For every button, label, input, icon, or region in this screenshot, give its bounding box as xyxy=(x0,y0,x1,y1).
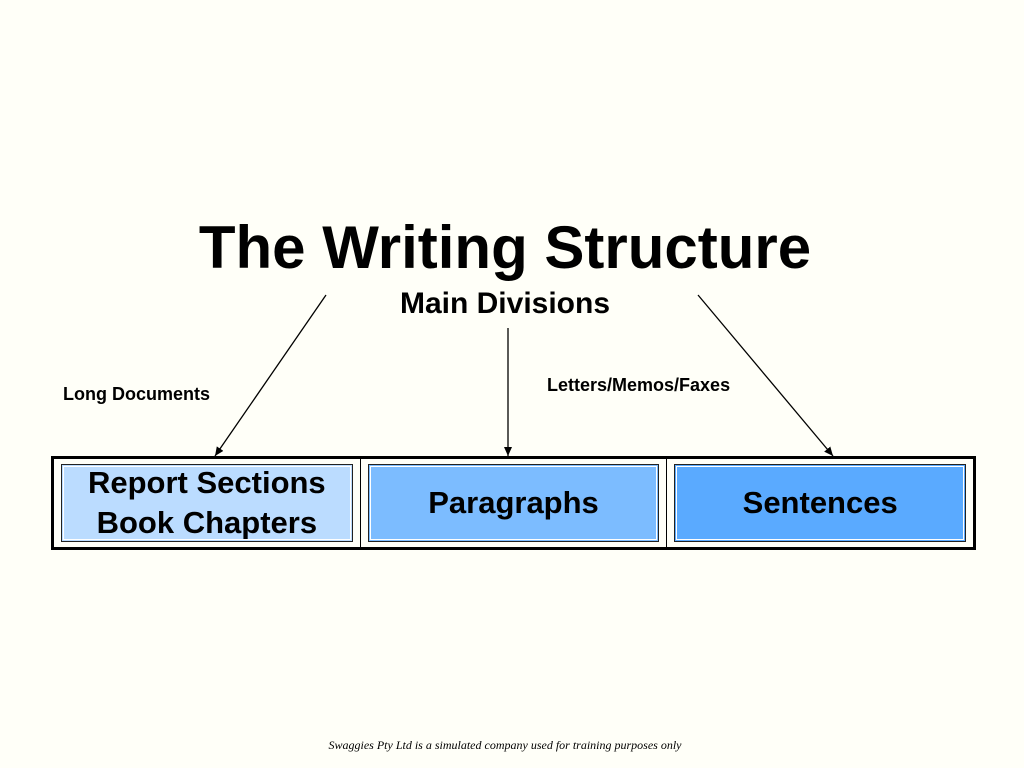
slide-title: The Writing Structure xyxy=(198,214,812,281)
divisions-table: Report Sections Book Chapters Paragraphs… xyxy=(51,456,976,550)
slide-subtitle: Main Divisions xyxy=(399,287,611,320)
division-label-line: Report Sections xyxy=(87,465,326,500)
long-documents-label: Long Documents xyxy=(63,384,210,404)
division-cell: Sentences xyxy=(666,459,973,547)
paragraphs-box: Paragraphs xyxy=(367,464,660,542)
report-sections-box: Report Sections Book Chapters xyxy=(61,464,353,542)
division-cell: Paragraphs xyxy=(359,459,667,547)
division-cell: Report Sections Book Chapters xyxy=(54,459,360,547)
division-label-line: Book Chapters xyxy=(96,505,318,540)
division-label-line: Sentences xyxy=(742,485,898,520)
footer-disclaimer: Swaggies Pty Ltd is a simulated company … xyxy=(328,738,682,752)
letters-memos-faxes-label: Letters/Memos/Faxes xyxy=(547,375,731,395)
sentences-box: Sentences xyxy=(674,464,967,542)
division-label-line: Paragraphs xyxy=(428,485,599,520)
